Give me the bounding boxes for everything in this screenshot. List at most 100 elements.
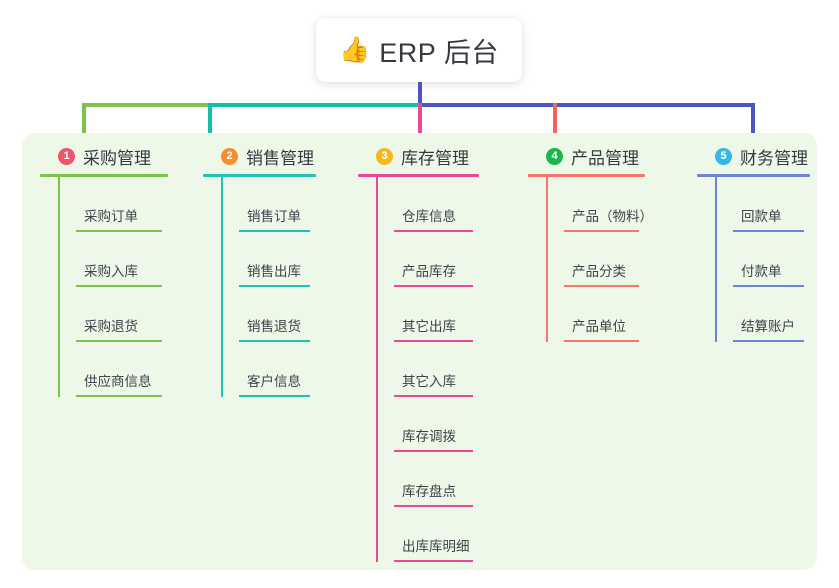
branch-column-1: 1 采购管理采购订单采购入库采购退货供应商信息 [40,144,168,397]
branch-item-label: 库存调拨 [402,429,456,444]
branch-item-label: 产品单位 [572,319,626,334]
branch-item-underline [76,230,162,232]
branches-panel [22,133,817,570]
branch-item-underline [394,505,473,507]
branch-item-label: 销售出库 [247,264,301,279]
branch-item-underline [394,395,473,397]
branch-item[interactable]: 库存调拨 [376,397,479,452]
connector-bus-teal [208,103,420,107]
thumbs-up-icon: 👍 [339,35,371,64]
branch-item-label: 出库库明细 [402,539,470,554]
branch-item[interactable]: 产品单位 [546,287,645,342]
branch-title: 销售管理 [246,148,314,168]
branch-header-5[interactable]: 5 财务管理 [697,144,810,168]
branch-item-underline [76,395,162,397]
branch-item-underline [394,285,473,287]
branch-column-4: 4 产品管理产品（物料） 产品分类产品单位 [528,144,653,342]
branch-item[interactable]: 销售订单 [221,177,316,232]
branch-title: 财务管理 [740,148,808,168]
branch-item-label: 采购退货 [84,319,138,334]
connector-drop-1 [82,103,86,137]
branch-item[interactable]: 其它入库 [376,342,479,397]
branch-item-underline [239,395,310,397]
connector-drop-3 [418,103,422,137]
branch-header-4[interactable]: 4 产品管理 [528,144,645,168]
branch-items: 销售订单销售出库销售退货客户信息 [203,177,316,397]
branch-item-underline [564,285,639,287]
branch-column-5: 5 财务管理回款单付款单结算账户 [697,144,810,342]
branch-item[interactable]: 销售退货 [221,287,316,342]
connector-drop-5 [751,103,755,137]
branch-item-underline [239,340,310,342]
branch-item[interactable]: 采购退货 [58,287,168,342]
branch-item[interactable]: 销售出库 [221,232,316,287]
branch-item-label: 采购订单 [84,209,138,224]
branch-item[interactable]: 回款单 [715,177,810,232]
connector-bus-indigo [418,103,755,107]
branch-number-badge: 4 [546,147,563,165]
branch-item-underline [733,230,804,232]
branch-item-underline [76,340,162,342]
branch-item-label: 产品（物料） [572,209,653,224]
connector-drop-4 [553,103,557,137]
branch-underline [358,174,479,177]
root-title: ERP 后台 [379,37,499,68]
branch-item[interactable]: 采购订单 [58,177,168,232]
branch-item-label: 结算账户 [741,319,795,334]
branch-items: 产品（物料） 产品分类产品单位 [528,177,653,342]
branch-number-badge: 1 [58,147,75,165]
branch-number-badge: 3 [376,147,393,165]
branch-item-underline [733,340,804,342]
branch-spine [715,177,717,342]
branch-item[interactable]: 产品分类 [546,232,645,287]
branch-item[interactable]: 客户信息 [221,342,316,397]
branch-underline [203,174,316,177]
branch-item-label: 其它入库 [402,374,456,389]
branch-item[interactable]: 库存盘点 [376,452,479,507]
branch-item-label: 供应商信息 [84,374,152,389]
branch-item[interactable]: 付款单 [715,232,810,287]
branch-title: 产品管理 [571,148,639,168]
connector-drop-2 [208,103,212,137]
branch-items: 采购订单采购入库采购退货供应商信息 [40,177,168,397]
branch-item-label: 仓库信息 [402,209,456,224]
branch-item-label: 其它出库 [402,319,456,334]
branch-item-underline [564,340,639,342]
branch-item-underline [394,560,473,562]
branch-item-label: 销售订单 [247,209,301,224]
branch-underline [528,174,645,177]
branch-number-badge: 5 [715,147,732,165]
branch-item-underline [733,285,804,287]
branch-items: 回款单付款单结算账户 [697,177,810,342]
branch-item-label: 客户信息 [247,374,301,389]
branch-item-underline [394,450,473,452]
branch-item-underline [239,230,310,232]
root-node[interactable]: 👍 ERP 后台 [316,18,522,82]
branch-title: 采购管理 [83,148,151,168]
branch-item[interactable]: 结算账户 [715,287,810,342]
branch-header-1[interactable]: 1 采购管理 [40,144,168,168]
branch-item-underline [76,285,162,287]
branch-item[interactable]: 仓库信息 [376,177,479,232]
branch-item-underline [394,340,473,342]
connector-bus-green [82,103,208,107]
branch-items: 仓库信息产品库存其它出库其它入库库存调拨库存盘点出库库明细 [358,177,479,562]
branch-spine [58,177,60,397]
branch-item[interactable]: 采购入库 [58,232,168,287]
branch-item[interactable]: 出库库明细 [376,507,479,562]
branch-item-underline [394,230,473,232]
branch-item-label: 采购入库 [84,264,138,279]
branch-item-label: 付款单 [741,264,782,279]
branch-item-label: 回款单 [741,209,782,224]
branch-item-underline [239,285,310,287]
branch-item[interactable]: 产品库存 [376,232,479,287]
branch-underline [40,174,168,177]
branch-item[interactable]: 供应商信息 [58,342,168,397]
branch-spine [376,177,378,562]
branch-item[interactable]: 产品（物料） [546,177,653,232]
branch-item[interactable]: 其它出库 [376,287,479,342]
